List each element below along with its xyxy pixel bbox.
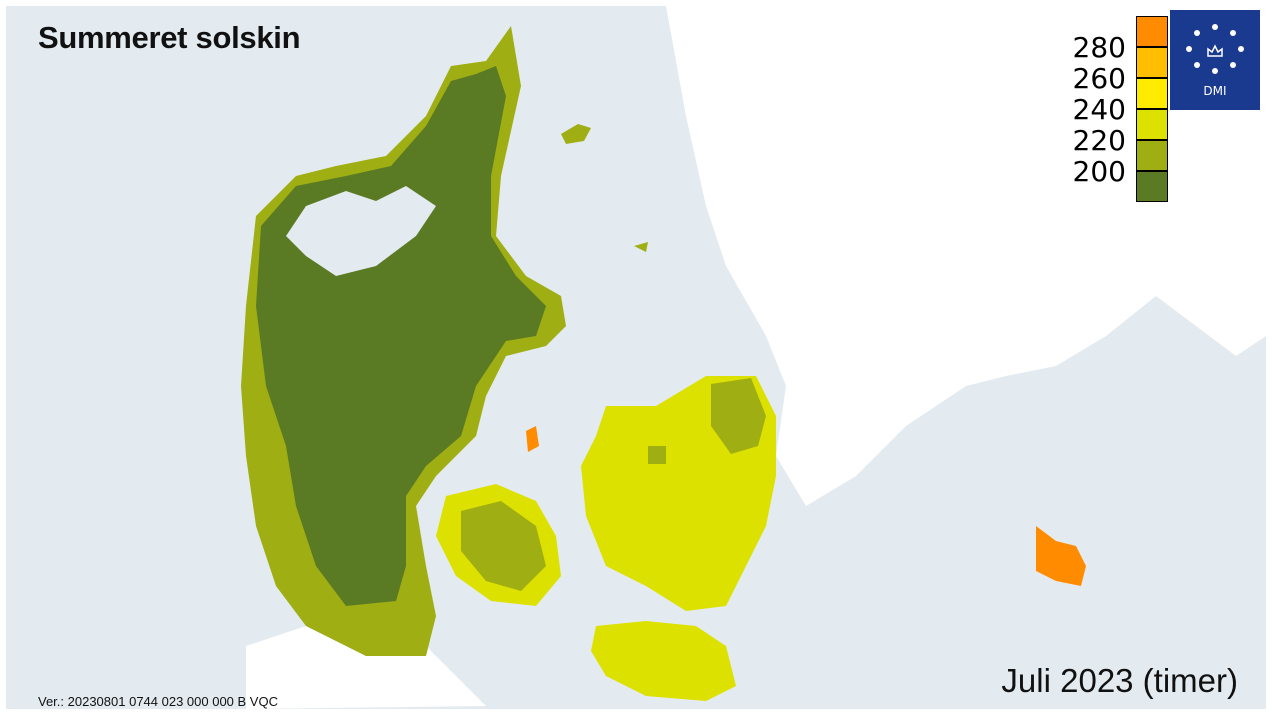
version-label: Ver.: 20230801 0744 023 000 000 B VQC <box>38 694 278 709</box>
island-anholt <box>634 242 648 252</box>
legend-swatch <box>1136 140 1168 171</box>
legend-swatch <box>1136 78 1168 109</box>
color-legend: 280 260 240 220 200 <box>1060 10 1170 210</box>
legend-label: 200 <box>1072 155 1126 188</box>
crown-icon <box>1207 44 1223 57</box>
legend-swatch <box>1136 16 1168 47</box>
map-title: Summeret solskin <box>38 20 301 55</box>
island-bornholm <box>1036 526 1086 586</box>
foreign-land-sweden <box>666 6 1266 506</box>
legend-label: 240 <box>1072 93 1126 126</box>
island-samso <box>526 426 539 452</box>
period-label: Juli 2023 (timer) <box>1001 662 1238 699</box>
legend-label: 220 <box>1072 124 1126 157</box>
legend-swatch <box>1136 171 1168 202</box>
region-lolland-falster <box>591 621 736 701</box>
island-laeso <box>561 124 591 144</box>
sunshine-map <box>241 6 1266 709</box>
legend-label: 280 <box>1072 31 1126 64</box>
dmi-logo: DMI <box>1170 10 1260 110</box>
region-zealand <box>581 376 776 611</box>
legend-swatch <box>1136 109 1168 140</box>
region-funen <box>436 484 561 606</box>
region-jutland <box>241 26 566 656</box>
legend-label: 260 <box>1072 62 1126 95</box>
map-frame: Summeret solskin Ver.: 20230801 0744 023… <box>6 6 1266 709</box>
logo-brand: DMI <box>1203 84 1227 98</box>
legend-swatch <box>1136 47 1168 78</box>
